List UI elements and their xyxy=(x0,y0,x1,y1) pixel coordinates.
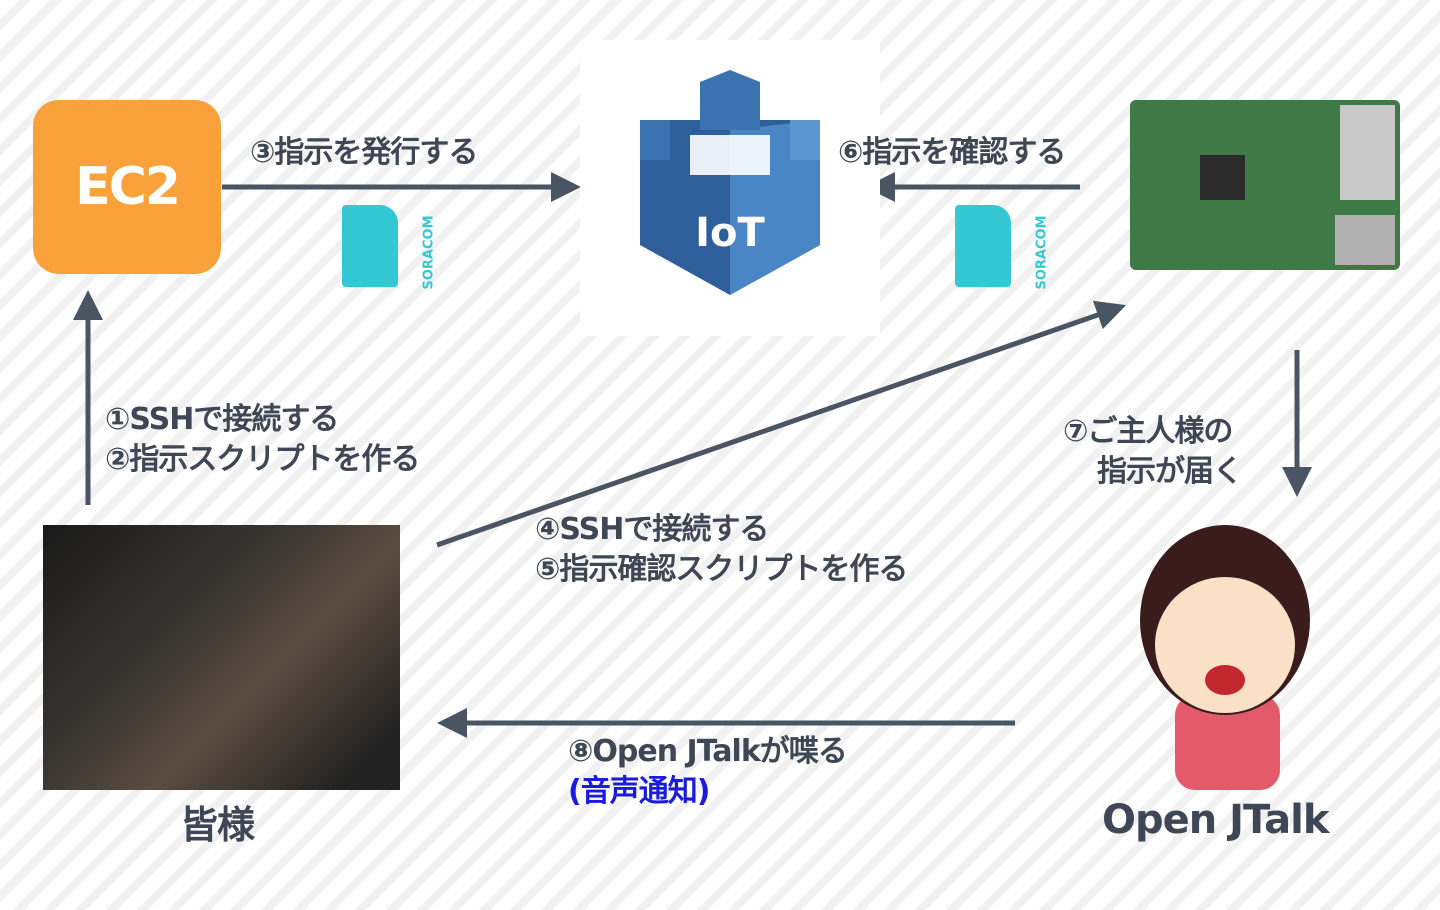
step-4-label: ④SSHで接続する xyxy=(535,512,769,547)
soracom-sim-icon-2: SORACOM xyxy=(955,205,1050,290)
step-8-label: ⑧Open JTalkが喋る xyxy=(568,734,848,769)
step-7-label-a: ⑦ご主人様の xyxy=(1063,414,1233,449)
step-5-label: ⑤指示確認スクリプトを作る xyxy=(535,552,908,587)
step-8-note: (音声通知) xyxy=(568,774,710,809)
openjtalk-label: Open JTalk xyxy=(1102,797,1329,843)
step-1-label: ①SSHで接続する xyxy=(105,402,339,437)
girl-illustration xyxy=(1140,525,1310,790)
step-7-label-b: 指示が届く xyxy=(1097,454,1243,489)
ec2-node: EC2 xyxy=(33,100,221,274)
arrow-users-to-pi xyxy=(436,300,1127,548)
iot-panel: IoT xyxy=(580,40,880,336)
iot-label: IoT xyxy=(695,210,765,256)
users-photo xyxy=(43,525,400,790)
users-label: 皆様 xyxy=(180,803,255,847)
iot-castle-icon xyxy=(640,70,820,295)
step-6-label: ⑥指示を確認する xyxy=(838,135,1066,170)
raspberry-pi-image xyxy=(1130,100,1400,270)
soracom-sim-icon: SORACOM xyxy=(342,205,437,290)
step-3-label: ③指示を発行する xyxy=(250,135,478,170)
step-2-label: ②指示スクリプトを作る xyxy=(105,442,420,477)
